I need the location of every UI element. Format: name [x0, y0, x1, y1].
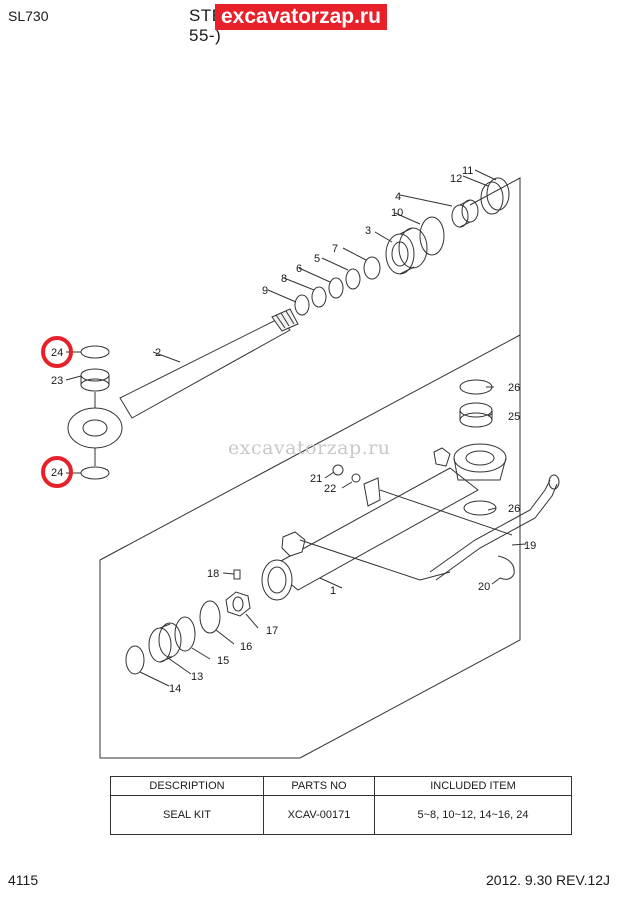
part-16 — [199, 600, 221, 634]
parts-table: DESCRIPTION PARTS NO INCLUDED ITEM SEAL … — [110, 776, 572, 835]
callout-12: 12 — [450, 173, 462, 185]
ring-26-bottom — [463, 500, 497, 516]
setscrew-18 — [233, 569, 241, 580]
part-12 — [480, 181, 504, 215]
callout-25: 25 — [508, 411, 520, 423]
cell-description: SEAL KIT — [110, 795, 264, 835]
callout-26-top: 26 — [508, 382, 520, 394]
callout-19: 19 — [524, 540, 536, 552]
callout-9: 9 — [262, 285, 268, 297]
ring-24-top — [80, 345, 110, 359]
port-block — [281, 531, 306, 557]
callout-16: 16 — [240, 641, 252, 653]
leader-lines — [65, 169, 527, 687]
callout-10: 10 — [391, 207, 403, 219]
col-header-description: DESCRIPTION — [110, 776, 264, 796]
page-title: STE55-) excavatorzap.ru — [189, 4, 449, 45]
callout-7: 7 — [332, 243, 338, 255]
part-10 — [419, 216, 445, 256]
frame-line-upper — [99, 334, 521, 561]
callout-8: 8 — [281, 273, 287, 285]
nut-17 — [225, 591, 251, 617]
callout-2: 2 — [155, 347, 161, 359]
callout-26-bottom: 26 — [508, 503, 520, 515]
tube-head-eye — [453, 443, 507, 473]
callout-14: 14 — [169, 683, 181, 695]
rod-body — [119, 317, 291, 419]
title-prefix: STE — [189, 6, 224, 25]
callout-6: 6 — [296, 263, 302, 275]
title-text: STE55-) — [189, 6, 449, 46]
bracket-22 — [363, 477, 381, 507]
highlight-24-bottom — [41, 456, 73, 488]
watermark-banner[interactable]: excavatorzap.ru — [215, 4, 387, 30]
clip-20 — [497, 555, 515, 580]
frame-line — [99, 177, 521, 759]
callout-22: 22 — [324, 483, 336, 495]
highlight-24-top — [41, 336, 73, 368]
callout-3: 3 — [365, 225, 371, 237]
callout-1: 1 — [330, 585, 336, 597]
table-header-row: DESCRIPTION PARTS NO INCLUDED ITEM — [110, 776, 572, 796]
callout-24-top: 24 — [51, 347, 63, 359]
pipe-19 — [429, 479, 551, 573]
callout-5: 5 — [314, 253, 320, 265]
watermark-center: excavatorzap.ru — [228, 437, 391, 459]
tube-mouth — [261, 559, 293, 601]
callout-17: 17 — [266, 625, 278, 637]
part-14 — [125, 645, 145, 675]
callout-23: 23 — [51, 375, 63, 387]
callout-18: 18 — [207, 568, 219, 580]
title-suffix: 55-) — [189, 26, 222, 45]
col-header-parts-no: PARTS NO — [263, 776, 375, 796]
callout-24-bottom: 24 — [51, 467, 63, 479]
part-15 — [174, 616, 196, 652]
page-number: 4115 — [8, 872, 39, 888]
model-label: SL730 — [8, 8, 49, 24]
callout-15: 15 — [217, 655, 229, 667]
callout-20: 20 — [478, 581, 490, 593]
date-revision: 2012. 9.30 REV.12J — [486, 872, 611, 888]
col-header-included-item: INCLUDED ITEM — [374, 776, 572, 796]
part-8 — [311, 286, 327, 308]
callout-21: 21 — [310, 473, 322, 485]
part-9 — [294, 294, 310, 316]
table-row: SEAL KIT XCAV-00171 5~8, 10~12, 14~16, 2… — [110, 795, 572, 835]
part-11 — [486, 177, 510, 211]
cell-parts-no: XCAV-00171 — [263, 795, 375, 835]
cell-included-item: 5~8, 10~12, 14~16, 24 — [374, 795, 572, 835]
callout-4: 4 — [395, 191, 401, 203]
ring-24-bottom — [80, 466, 110, 480]
part-7 — [363, 256, 381, 280]
port-top — [433, 447, 451, 467]
callout-11: 11 — [462, 165, 473, 177]
part-5 — [345, 268, 361, 290]
callout-13: 13 — [191, 671, 203, 683]
part-6 — [328, 277, 344, 299]
